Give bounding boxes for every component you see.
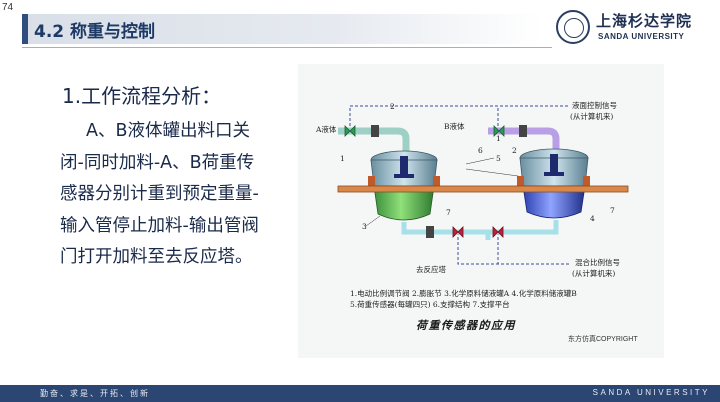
header-divider [22,47,552,48]
load-cell-diagram: A液体 B液体 液面控制信号 (从计算机来) 混合比例信号 (从计算机来) 去反… [298,64,664,358]
inlet-pipe-b [488,127,560,152]
outlet-pipe [401,220,559,235]
load-cell-icon [517,176,524,186]
body-paragraph: A、B液体罐出料口关闭-同时加料-A、B荷重传感器分别计重到预定重量-输入管停止… [60,116,270,274]
footer-motto: 勤奋、求是、开拓、创新 [40,389,150,398]
expansion-joint-icon [426,226,434,238]
label-num-4: 4 [590,214,595,223]
label-liquid-b: B液体 [444,122,465,131]
figure-copyright: 东方仿真COPYRIGHT [568,336,638,343]
expansion-joint-icon [519,125,527,137]
valve-icon [493,125,505,137]
figure-caption: 荷重传感器的应用 [416,319,516,332]
valve-icon [344,125,356,137]
tank-a-body [373,185,435,221]
header-band [22,14,542,44]
load-cell-icon [368,176,375,186]
level-signal-line-a [349,105,568,126]
label-num-7b: 7 [610,206,615,215]
page-title: 4.2 称重与控制 [34,22,156,42]
outlet-valve-icon [492,226,504,238]
university-logo: 上海杉达学院 SANDA UNIVERSITY [556,8,706,48]
diagram-drawing [337,105,629,265]
load-cell-icon [583,176,590,186]
footer-bar: 勤奋、求是、开拓、创新 SANDA UNIVERSITY [0,385,720,402]
tank-b-agitator-base [544,172,564,176]
tank-a-agitator-base [394,174,414,178]
figure-legend-line-1: 1.电动比例调节阀 2.膨胀节 3.化学原料储液罐A 4.化学原料储液罐B [350,289,577,298]
label-liquid-a: A液体 [316,125,337,134]
label-num-1b: 1 [496,134,501,143]
label-num-2: 2 [390,102,395,111]
section-heading: 1.工作流程分析： [62,84,222,108]
tank-a-agitator [400,156,408,178]
logo-chinese-name: 上海杉达学院 [596,12,693,30]
label-to-tower: 去反应塔 [416,265,446,274]
body-text: A、B液体罐出料口关闭-同时加料-A、B荷重传感器分别计重到预定重量-输入管停止… [60,121,259,267]
outlet-valve-icon [452,226,464,238]
label-num-1: 1 [340,154,345,163]
support-platform [337,185,629,193]
tank-b-body [522,185,586,219]
label-num-7: 7 [446,208,451,217]
logo-english-name: SANDA UNIVERSITY [598,32,685,41]
label-level-signal: 液面控制信号 [572,101,617,110]
figure-legend-line-2: 5.荷重传感器(每罐四只) 6.支撑结构 7.支撑平台 [350,300,510,309]
seal-icon [556,10,590,44]
label-mix-signal-sub: (从计算机来) [572,269,616,278]
leader-lines [365,157,519,227]
label-mix-signal: 混合比例信号 [575,258,620,267]
slide-number: 74 [2,2,14,13]
mix-signal-line-a [457,232,570,265]
label-num-5: 5 [496,154,501,163]
label-num-3: 3 [362,222,367,231]
label-num-6: 6 [478,146,483,155]
footer-university: SANDA UNIVERSITY [592,388,710,397]
expansion-joint-icon [371,125,379,137]
label-num-2b: 2 [512,146,517,155]
inlet-pipe-a [338,127,410,154]
label-level-signal-sub: (从计算机来) [570,112,614,121]
tank-b-agitator [550,154,558,176]
load-cell-icon [433,176,440,186]
